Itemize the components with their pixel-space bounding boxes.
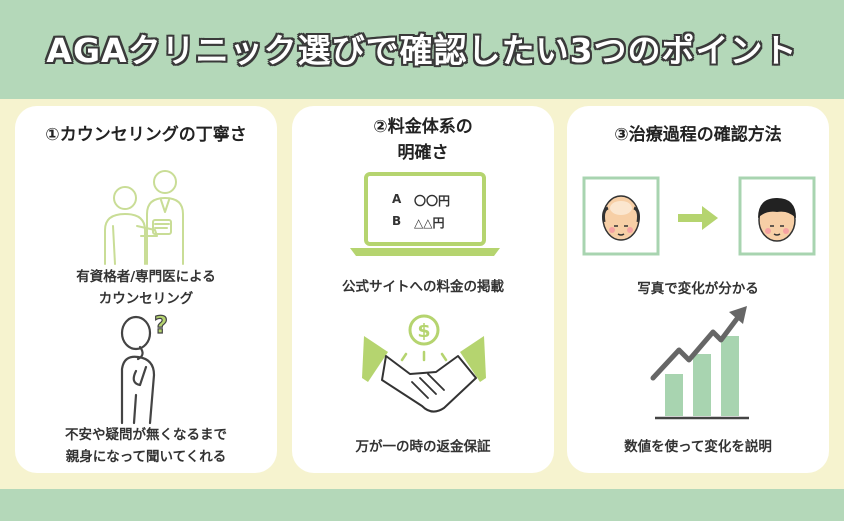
before-after-photos-icon bbox=[582, 176, 816, 256]
growth-chart-icon bbox=[650, 306, 749, 420]
card-pricing: ②料金体系の 明確さ A 〇〇円 B △△円 公式サイトへの料金の掲載 $ 万が… bbox=[292, 106, 554, 473]
page-title: AGAクリニック選びで確認したい3つのポイント bbox=[46, 31, 798, 70]
price-row-a-label: A bbox=[392, 192, 402, 206]
laptop-price-list-icon bbox=[350, 172, 500, 256]
caption-photo-change: 写真で変化が分かる bbox=[637, 281, 759, 297]
caption-listens-kindly: 親身になって聞いてくれる bbox=[65, 449, 227, 465]
card-title: ③治療過程の確認方法 bbox=[614, 125, 782, 145]
card-title-line2: 明確さ bbox=[397, 143, 449, 163]
caption-numeric-explanation: 数値を使って変化を説明 bbox=[624, 439, 772, 455]
caption-price-published: 公式サイトへの料金の掲載 bbox=[342, 279, 504, 295]
worried-person-icon: ? bbox=[120, 310, 169, 425]
card-title: ①カウンセリングの丁寧さ bbox=[45, 125, 247, 145]
caption-qualified-doctor: 有資格者/専門医による bbox=[76, 269, 216, 285]
caption-until-no-worries: 不安や疑問が無くなるまで bbox=[65, 427, 227, 443]
handshake-money-icon: $ bbox=[362, 314, 486, 413]
price-row-b-label: B bbox=[392, 214, 402, 228]
footer-band bbox=[0, 489, 844, 521]
caption-counseling: カウンセリング bbox=[98, 291, 194, 307]
card-title-line1: ②料金体系の bbox=[373, 117, 473, 137]
question-mark: ? bbox=[154, 311, 168, 339]
header-band bbox=[0, 0, 844, 99]
card-counseling: ①カウンセリングの丁寧さ 有資格者/専門医による カウンセリング ? 不安や疑問… bbox=[15, 106, 277, 473]
dollar-sign: $ bbox=[417, 320, 430, 342]
caption-refund-guarantee: 万が一の時の返金保証 bbox=[355, 439, 491, 455]
doctors-consulting-icon bbox=[104, 170, 184, 265]
price-row-a-value: 〇〇円 bbox=[414, 194, 451, 208]
price-row-b-value: △△円 bbox=[414, 216, 445, 230]
card-treatment-progress: ③治療過程の確認方法 写真で変化が分かる 数値を使って変化を説明 bbox=[567, 106, 829, 473]
